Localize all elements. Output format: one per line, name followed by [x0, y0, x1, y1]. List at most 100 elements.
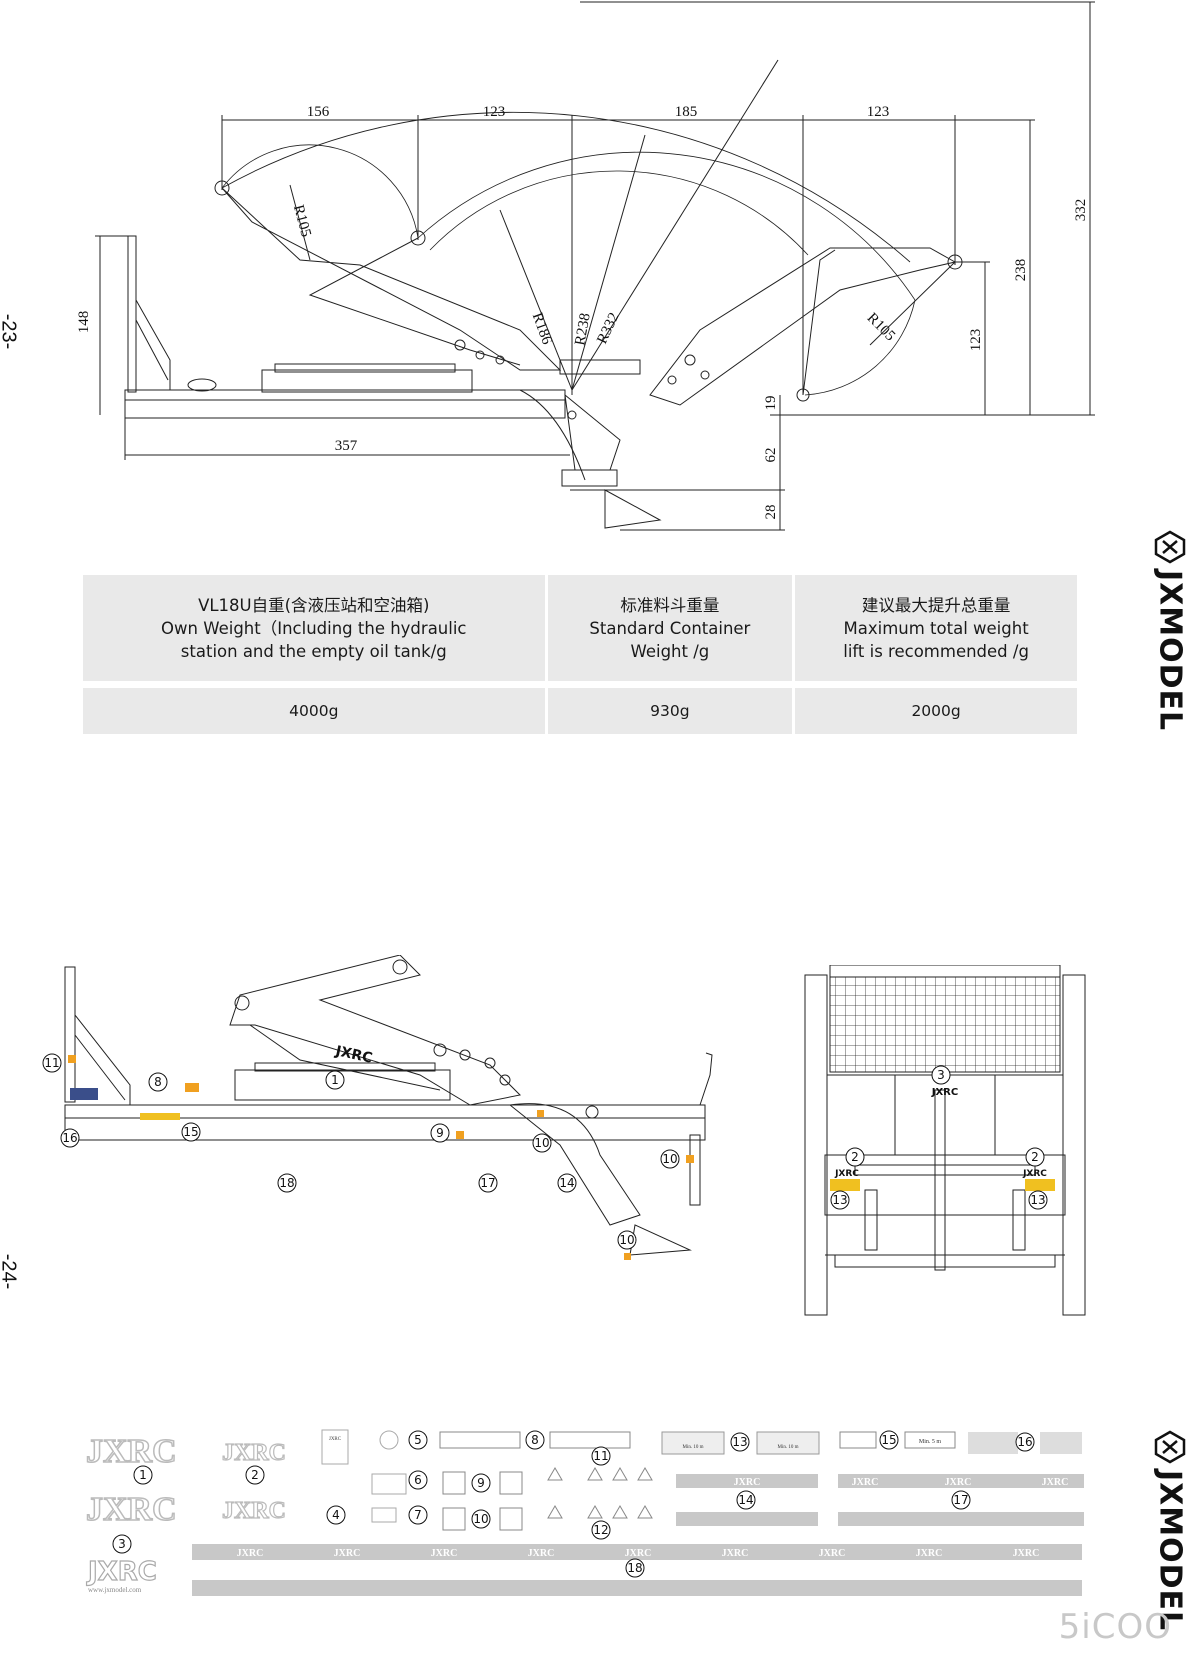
dim-123-a: 123 [483, 104, 506, 120]
decal-strip-label-18i: JXRC [1013, 1548, 1040, 1559]
jxrc-label-rear-right: JXRC [1022, 1169, 1047, 1179]
svg-text:10: 10 [534, 1136, 549, 1150]
svg-text:1: 1 [331, 1073, 339, 1087]
svg-text:4: 4 [332, 1508, 340, 1522]
svg-text:10: 10 [662, 1152, 677, 1166]
callout-15: 15 [181, 1122, 201, 1142]
decal-strip-label-18b: JXRC [334, 1548, 361, 1559]
brand-name: JXMODEL [1152, 1470, 1188, 1632]
decal-num-17: 17 [951, 1490, 971, 1510]
svg-text:13: 13 [1030, 1193, 1045, 1207]
decal-num-7: 7 [408, 1505, 428, 1525]
radius-186: R186 [529, 311, 555, 347]
svg-text:8: 8 [154, 1075, 162, 1089]
decal-num-6: 6 [408, 1470, 428, 1490]
svg-text:9: 9 [477, 1476, 485, 1490]
decal-yellow-8 [140, 1113, 180, 1120]
svg-text:15: 15 [881, 1433, 896, 1447]
callout-11: 11 [42, 1053, 62, 1073]
spec-value-row: 4000g 930g 2000g [83, 688, 1077, 734]
decal-num-9: 9 [471, 1473, 491, 1493]
svg-text:3: 3 [937, 1068, 945, 1082]
decal-11-a [547, 1467, 563, 1481]
spec-header-own-weight: VL18U自重(含液压站和空油箱) Own Weight（Including t… [83, 575, 545, 681]
svg-text:2: 2 [251, 1468, 259, 1482]
decal-strip-18b [192, 1580, 1082, 1596]
dim-123-c: 123 [968, 329, 984, 352]
radius-238: R238 [572, 312, 593, 347]
radius-105-left: R105 [290, 203, 314, 239]
callout-18: 18 [277, 1173, 297, 1193]
svg-text:18: 18 [279, 1176, 294, 1190]
decal-strip-label-18g: JXRC [819, 1548, 846, 1559]
jxrc-label-side: JXRC [333, 1043, 374, 1067]
decal-num-11: 11 [591, 1446, 611, 1466]
decal-6 [371, 1473, 407, 1495]
decal-num-2: 2 [245, 1465, 265, 1485]
callout-13-right: 13 [1028, 1190, 1048, 1210]
decal-small-note: www.jxmodel.com [88, 1586, 142, 1594]
dim-332: 332 [1073, 199, 1089, 222]
dim-28: 28 [763, 505, 779, 520]
svg-text:6: 6 [414, 1473, 422, 1487]
dim-148: 148 [76, 311, 92, 334]
decal-num-8: 8 [525, 1430, 545, 1450]
jx-hex-icon [1154, 530, 1186, 564]
rear-view-drawing: JXRC JXRC JXRC 3 2 2 13 13 [804, 965, 1086, 1316]
decal-jxrc-3: JXRC [86, 1557, 157, 1587]
decal-12-c [612, 1505, 628, 1519]
jxrc-label-rear-center: JXRC [931, 1087, 958, 1098]
radius-332: R332 [594, 310, 622, 346]
svg-text:14: 14 [559, 1176, 574, 1190]
decal-num-12: 12 [591, 1520, 611, 1540]
decal-strip-label-18d: JXRC [528, 1548, 555, 1559]
decal-num-4: 4 [326, 1505, 346, 1525]
callout-14: 14 [557, 1173, 577, 1193]
dim-185: 185 [675, 104, 698, 120]
decal-11-c [612, 1467, 628, 1481]
decal-7 [371, 1507, 397, 1523]
svg-text:12: 12 [593, 1523, 608, 1537]
decal-16b [1040, 1432, 1082, 1454]
decal-strip-label-17b: JXRC [945, 1477, 972, 1488]
callout-1: 1 [325, 1070, 345, 1090]
decal-jxrc-2a: JXRC [222, 1440, 286, 1466]
svg-text:17: 17 [953, 1493, 968, 1507]
svg-text:8: 8 [531, 1433, 539, 1447]
decal-num-5: 5 [408, 1430, 428, 1450]
decal-12-d [637, 1505, 653, 1519]
callout-10-a: 10 [532, 1133, 552, 1153]
decal-num-18: 18 [625, 1558, 645, 1578]
callout-9: 9 [430, 1123, 450, 1143]
callout-3: 3 [931, 1065, 951, 1085]
svg-text:5: 5 [414, 1433, 422, 1447]
brand-name: JXMODEL [1152, 570, 1188, 732]
spec-header-max-weight: 建议最大提升总重量 Maximum total weight lift is r… [795, 575, 1077, 681]
decal-orange-9 [456, 1131, 464, 1139]
decal-orange-15 [185, 1083, 199, 1092]
decal-strip-17b [838, 1512, 1084, 1526]
decal-8a [439, 1431, 521, 1449]
decal-15-text: Min. 5 m [919, 1439, 942, 1445]
decal-15a [839, 1431, 877, 1449]
decal-orange-11 [68, 1055, 76, 1063]
dim-238: 238 [1013, 259, 1029, 282]
decal-13a-text: Min. 10 m [683, 1445, 704, 1450]
decal-blue [70, 1088, 98, 1100]
svg-text:13: 13 [832, 1193, 847, 1207]
decal-strip-label-18c: JXRC [431, 1548, 458, 1559]
decal-strip-17a [838, 1474, 1084, 1488]
dim-123-b: 123 [867, 104, 890, 120]
svg-text:10: 10 [619, 1233, 634, 1247]
decal-15b [904, 1431, 956, 1449]
dim-357: 357 [335, 438, 358, 454]
decal-12-b [587, 1505, 603, 1519]
decal-13b [756, 1431, 820, 1455]
decal-10b [499, 1507, 523, 1531]
svg-text:2: 2 [1031, 1150, 1039, 1164]
decal-12-a [547, 1505, 563, 1519]
dim-62: 62 [763, 448, 779, 463]
callout-10-b: 10 [660, 1149, 680, 1169]
decal-strip-label-14: JXRC [734, 1477, 761, 1488]
side-view-drawing: JXRC 1 8 9 10 10 10 11 14 15 16 17 18 [42, 955, 713, 1260]
